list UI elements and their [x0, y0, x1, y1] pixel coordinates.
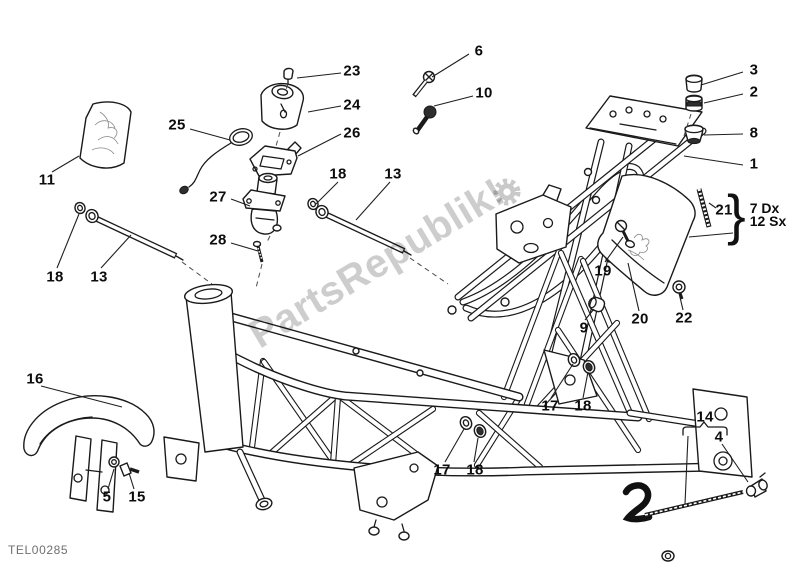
cable-bracket: [682, 421, 728, 436]
part-bolt-13a: [315, 204, 412, 256]
variant-label-left: 12 Sx: [749, 213, 787, 229]
part-callout: 5: [102, 488, 112, 506]
part-callout: 22: [675, 309, 693, 327]
pivot-plates: [543, 349, 753, 562]
part-cap-23: [283, 67, 294, 85]
part-panel-bolt: [614, 219, 636, 249]
part-callout: 4: [714, 428, 724, 446]
part-callout: 13: [90, 268, 108, 286]
part-callout: 19: [594, 262, 612, 280]
rear-rack-platform: [585, 95, 703, 147]
part-callout: 2: [749, 83, 759, 101]
part-callout: 21: [715, 201, 733, 219]
part-bolt-28: [252, 224, 282, 263]
part-callout: 26: [343, 124, 361, 142]
part-screw-10: [412, 105, 437, 135]
assembly-axis-lines: [181, 83, 692, 289]
document-code: TEL00285: [8, 543, 69, 557]
part-fender-bolt-15: [119, 462, 140, 477]
part-callout: 13: [384, 165, 402, 183]
part-nut-18c: [582, 359, 596, 375]
part-grommet-8: [684, 124, 704, 145]
part-fender-nut-5: [108, 456, 120, 468]
part-callout: 3: [749, 61, 759, 79]
part-ignition-switch-27: [242, 172, 286, 235]
footpeg-bracket: [353, 451, 439, 541]
part-panel-nut: [672, 280, 686, 300]
part-callout: 18: [46, 268, 64, 286]
part-wire-ring-25: [179, 128, 253, 195]
part-callout: 9: [579, 319, 589, 337]
part-bolt-13b: [85, 208, 184, 261]
gear-icon: [493, 178, 521, 206]
part-callout: 6: [474, 42, 484, 60]
part-callout: 17: [541, 397, 559, 415]
part-callout: 27: [209, 188, 227, 206]
part-callout: 23: [343, 62, 361, 80]
frame-drawing: [23, 67, 768, 562]
part-callout: 20: [631, 310, 649, 328]
variant-brace-annotation: } 7 Dx 12 Sx: [727, 183, 787, 246]
part-callout: 18: [574, 397, 592, 415]
part-spacer-17a: [567, 352, 581, 368]
part-spacer-17b: [459, 415, 473, 431]
part-callout: 24: [343, 96, 361, 114]
part-callout: 28: [209, 231, 227, 249]
part-stud: [696, 188, 712, 228]
part-callout: 8: [749, 124, 759, 142]
variant-labels: 7 Dx 12 Sx: [749, 199, 787, 229]
part-callout: 14: [696, 408, 714, 426]
part-grommet-2: [685, 94, 703, 112]
part-spacer-9: [588, 296, 606, 313]
part-nut-18b: [74, 201, 86, 215]
steering-head: [163, 283, 273, 511]
part-pad-11: [79, 101, 132, 169]
part-nut-18a: [307, 197, 319, 211]
part-callout: 15: [128, 488, 146, 506]
part-screw-6: [412, 70, 436, 98]
part-callout: 1: [749, 155, 759, 173]
part-callout: 10: [475, 84, 493, 102]
part-bracket-26: [249, 141, 302, 177]
part-nut-18d: [473, 423, 487, 439]
part-callout: 17: [433, 461, 451, 479]
part-callout: 25: [168, 116, 186, 134]
shock-mount-bracket: [495, 184, 572, 264]
part-callout: 18: [466, 461, 484, 479]
part-fitting-4: [745, 472, 768, 498]
variant-label-right: 7 Dx: [749, 199, 780, 216]
part-cable-14: [622, 482, 744, 523]
side-panel: [597, 174, 696, 296]
leader-lines: [40, 53, 749, 505]
brace-glyph: }: [727, 183, 746, 246]
part-boot-24: [260, 82, 305, 130]
part-callout: 11: [38, 171, 56, 189]
part-callout: 18: [329, 165, 347, 183]
part-cap-3: [685, 74, 703, 93]
part-callout: 16: [26, 370, 44, 388]
